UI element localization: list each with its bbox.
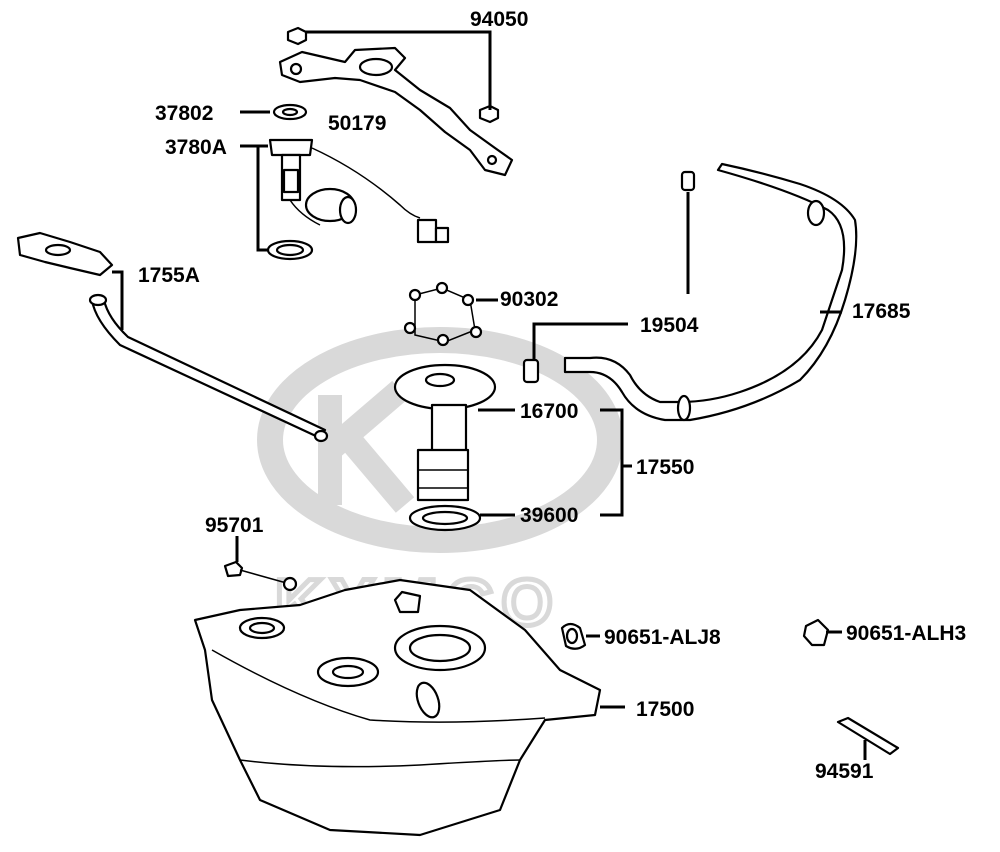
screw-set-part [403, 281, 483, 347]
label-17685: 17685 [852, 300, 911, 323]
bracket-stay-part [278, 26, 514, 177]
label-94591: 94591 [815, 760, 874, 783]
label-90651-ALJ8: 90651-ALJ8 [604, 626, 721, 649]
label-17500: 17500 [636, 698, 694, 721]
fuel-tank-part [193, 578, 602, 837]
label-90302: 90302 [500, 288, 558, 311]
label-17550: 17550 [636, 456, 694, 479]
label-95701: 95701 [205, 514, 264, 537]
clip-alh3-part [802, 618, 830, 647]
tube-assembly-part [16, 231, 329, 443]
label-19504: 19504 [640, 314, 699, 337]
clip-alj8-part [560, 622, 587, 650]
bolt-part [223, 560, 298, 592]
band-part [836, 716, 900, 756]
callout-labels: 94050 37802 50179 3780A 1755A 90302 1768… [138, 8, 966, 783]
fuel-pump-assembly-part [393, 363, 497, 532]
label-50179: 50179 [328, 112, 386, 135]
label-3780A: 3780A [165, 136, 227, 159]
label-90651-ALH3: 90651-ALH3 [846, 622, 966, 645]
label-94050: 94050 [470, 8, 528, 31]
label-16700: 16700 [520, 400, 578, 423]
label-39600: 39600 [520, 504, 578, 527]
leader-lines [112, 30, 867, 760]
hose-clamp-part [522, 170, 696, 384]
fuel-hose-part [563, 162, 858, 422]
label-1755A: 1755A [138, 264, 200, 287]
label-37802: 37802 [155, 102, 213, 125]
